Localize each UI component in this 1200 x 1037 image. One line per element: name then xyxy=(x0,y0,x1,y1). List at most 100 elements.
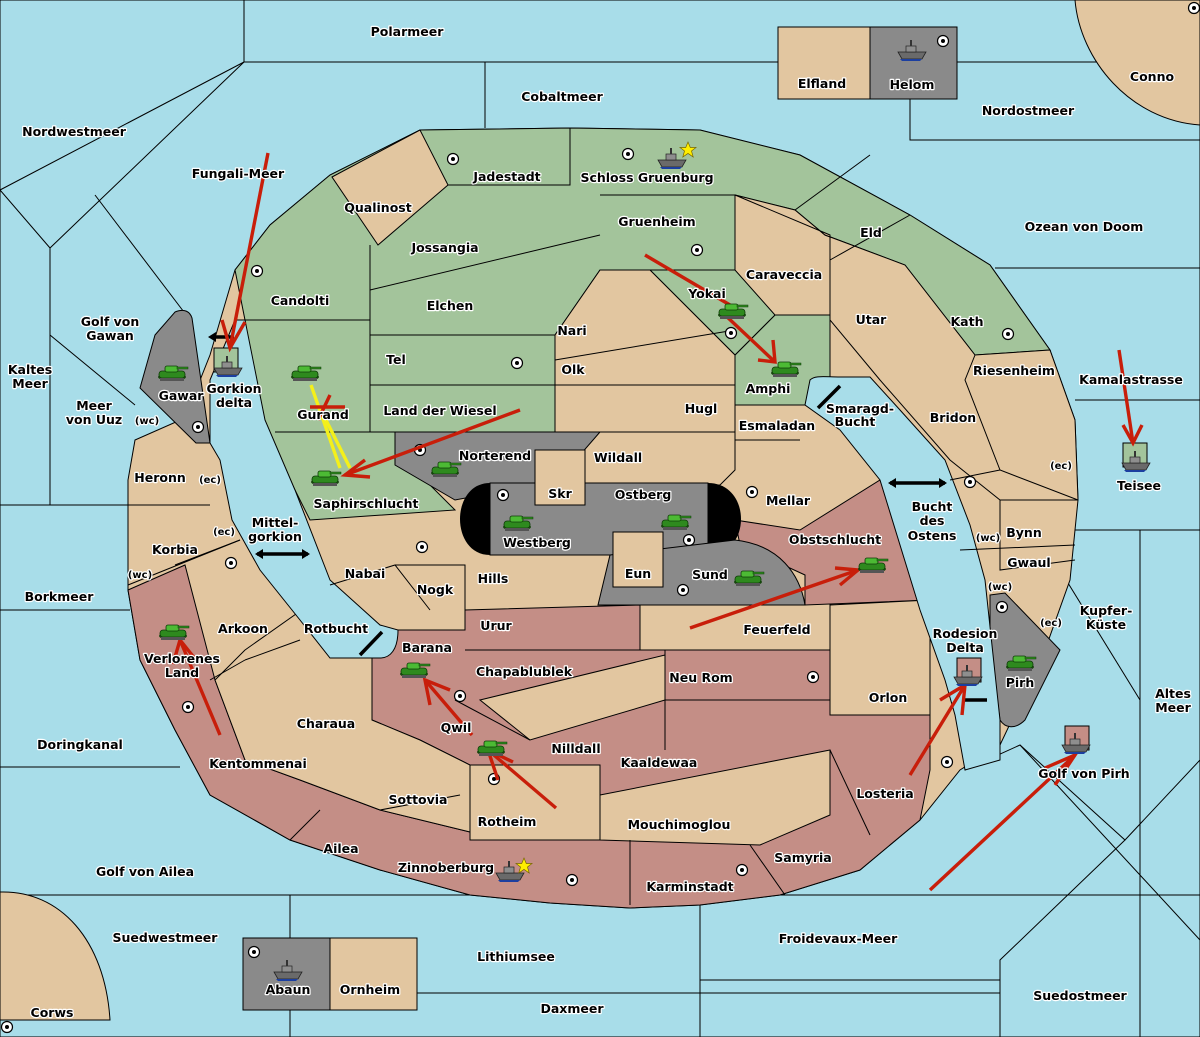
sea-label-borkmeer: Borkmeer xyxy=(25,589,95,604)
province-label-esmaladan: Esmaladan xyxy=(739,418,815,433)
province-label-abaun: Abaun xyxy=(266,982,311,997)
helom-region xyxy=(869,26,958,100)
sea-label-golf-von-pirh: Golf von Pirh xyxy=(1038,766,1129,781)
sea-label-suedostmeer: Suedostmeer xyxy=(1033,988,1127,1003)
province-label-kaaldewaa: Kaaldewaa xyxy=(621,755,698,770)
province-label-saphirschlucht: Saphirschlucht xyxy=(314,496,419,511)
province-label-mellar: Mellar xyxy=(766,493,811,508)
supply-center-icon xyxy=(191,420,205,434)
sea-label-rodesion-delta-1: Rodesion xyxy=(933,626,998,641)
supply-center-icon xyxy=(690,243,704,257)
province-label-nogk: Nogk xyxy=(417,582,454,597)
sea-label-golf-von-gawan-1: Golf von xyxy=(81,314,140,329)
connection-arrows xyxy=(208,332,987,702)
sea-label-froidevaux-meer: Froidevaux-Meer xyxy=(779,931,898,946)
coast-label-ec: (ec) xyxy=(199,475,221,486)
province-label-sund: Sund xyxy=(692,567,728,582)
province-label-chapablublek: Chapablublek xyxy=(476,664,573,679)
double-arrow-icon xyxy=(888,478,947,488)
province-label-mouchimoglou: Mouchimoglou xyxy=(628,817,731,832)
sea-label-kupfer-kueste-1: Kupfer- xyxy=(1080,603,1133,618)
province-label-westberg: Westberg xyxy=(503,535,571,550)
supply-center-icon xyxy=(995,600,1009,614)
coast-label-wc: (wc) xyxy=(128,570,152,581)
supply-center-icon xyxy=(621,147,635,161)
province-label-gwaul: Gwaul xyxy=(1007,555,1050,570)
province-label-hugl: Hugl xyxy=(685,401,718,416)
province-label-elfland: Elfland xyxy=(798,76,846,91)
sea-label-bucht-des-ostens-3: Ostens xyxy=(908,528,957,543)
supply-center-icon xyxy=(415,540,429,554)
supply-center-icon xyxy=(453,689,467,703)
province-label-helom: Helom xyxy=(890,77,935,92)
province-borders xyxy=(127,128,1079,905)
sea-label-kupfer-kueste-2: Küste xyxy=(1086,617,1126,632)
support-orders xyxy=(309,384,352,469)
province-label-schloss-gruenburg: Schloss Gruenburg xyxy=(580,170,713,185)
double-arrow-icon xyxy=(255,549,310,559)
supply-center-icon xyxy=(247,945,261,959)
supply-center-icon xyxy=(565,873,579,887)
province-label-bynn: Bynn xyxy=(1006,525,1041,540)
sea-label-cobaltmeer: Cobaltmeer xyxy=(521,89,603,104)
sea-label-gorkion-delta-1: Gorkion xyxy=(206,381,261,396)
corws-region xyxy=(0,891,111,1021)
sea-label-ozean-von-doom: Ozean von Doom xyxy=(1025,219,1144,234)
elfland-region xyxy=(777,26,871,100)
province-label-losteria: Losteria xyxy=(856,786,913,801)
province-label-teisee: Teisee xyxy=(1117,478,1161,493)
province-label-skr: Skr xyxy=(548,486,572,501)
province-label-orlon: Orlon xyxy=(869,690,908,705)
supply-center-icon xyxy=(250,264,264,278)
sea-label-suedwestmeer: Suedwestmeer xyxy=(113,930,219,945)
province-label-norterend: Norterend xyxy=(459,448,531,463)
ornheim-region xyxy=(329,937,418,1011)
supply-center-icon xyxy=(224,556,238,570)
province-label-samyria: Samyria xyxy=(774,850,832,865)
province-label-nari: Nari xyxy=(557,323,586,338)
province-label-pirh: Pirh xyxy=(1006,675,1035,690)
supply-center-icon xyxy=(735,863,749,877)
coast-label-ec: (ec) xyxy=(1040,618,1062,629)
province-label-ornheim: Ornheim xyxy=(340,982,400,997)
east-channel xyxy=(804,376,1001,771)
province-label-wildall: Wildall xyxy=(594,450,642,465)
supply-center-icon xyxy=(963,475,977,489)
supply-center-icon xyxy=(940,755,954,769)
sea-label-smaragd-bucht-1: Smaragd- xyxy=(826,401,894,416)
west-channel xyxy=(209,319,399,659)
province-label-olk: Olk xyxy=(561,362,585,377)
province-label-amphi: Amphi xyxy=(746,381,791,396)
sea-label-kaltes-meer-2: Meer xyxy=(12,376,48,391)
province-label-kath: Kath xyxy=(951,314,984,329)
province-label-nabai: Nabai xyxy=(345,566,386,581)
sea-label-rodesion-delta-2: Delta xyxy=(946,640,984,655)
sea-label-mittelgorkion-2: gorkion xyxy=(248,529,302,544)
coast-label-wc: (wc) xyxy=(135,416,159,427)
sea-label-meer-von-uuz-1: Meer xyxy=(76,398,112,413)
sea-label-gorkion-delta-2: delta xyxy=(216,395,252,410)
province-label-nilldall: Nilldall xyxy=(551,741,600,756)
coast-label-wc: (wc) xyxy=(976,533,1000,544)
province-label-elchen: Elchen xyxy=(427,298,474,313)
sea-label-nordostmeer: Nordostmeer xyxy=(982,103,1075,118)
province-label-karminstadt: Karminstadt xyxy=(646,879,733,894)
sea-label-golf-von-ailea: Golf von Ailea xyxy=(96,864,194,879)
conno-region xyxy=(1074,0,1200,126)
province-label-jadestadt: Jadestadt xyxy=(472,169,540,184)
supply-center-icon xyxy=(936,34,950,48)
province-label-sottovia: Sottovia xyxy=(389,792,448,807)
supply-center-icon xyxy=(676,583,690,597)
supply-center-icon xyxy=(745,485,759,499)
province-label-arkoon: Arkoon xyxy=(218,621,268,636)
province-label-qwil: Qwil xyxy=(441,720,472,735)
province-label-zinnoberburg: Zinnoberburg xyxy=(398,860,494,875)
sea-label-daxmeer: Daxmeer xyxy=(540,1001,604,1016)
sea-label-rotbucht: Rotbucht xyxy=(304,621,368,636)
province-label-gawar: Gawar xyxy=(159,388,205,403)
province-label-candolti: Candolti xyxy=(271,293,330,308)
province-label-ostberg: Ostberg xyxy=(615,487,672,502)
province-label-eun: Eun xyxy=(625,566,651,581)
supply-center-icon xyxy=(510,356,524,370)
sea-label-smaragd-bucht-2: Bucht xyxy=(835,414,876,429)
